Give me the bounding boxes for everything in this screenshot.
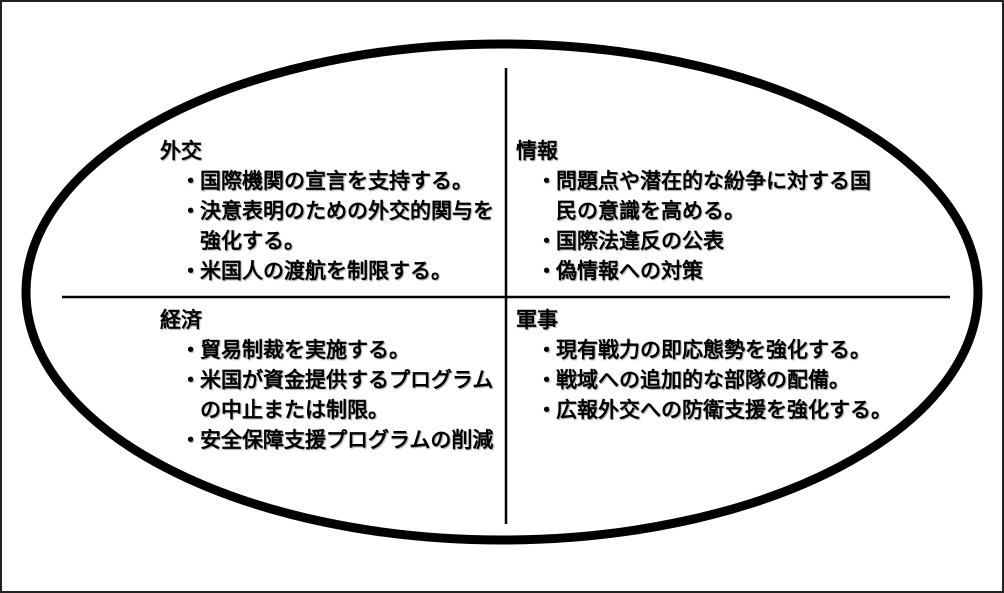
list-item-text: 現有戦力の即応態勢を強化する。: [556, 338, 871, 362]
quadrant-title: 外交: [160, 139, 202, 163]
list-item: ・貿易制裁を実施する。: [160, 335, 505, 365]
quadrant-military: 軍事 ・現有戦力の即応態勢を強化する。・戦域への追加的な部隊の配備。・広報外交へ…: [516, 305, 914, 425]
bullet-icon: ・: [180, 169, 201, 193]
list-item: ・米国人の渡航を制限する。: [160, 256, 505, 286]
bullet-icon: ・: [536, 398, 557, 422]
list-item: ・戦域への追加的な部隊の配備。: [516, 365, 914, 395]
list-item-text: 問題点や潜在的な紛争に対する国民の意識を高める。: [556, 169, 871, 223]
list-item: ・国際法違反の公表: [516, 226, 876, 256]
bullet-icon: ・: [180, 199, 201, 223]
list-item-text: 戦域への追加的な部隊の配備。: [556, 368, 850, 392]
list-item: ・問題点や潜在的な紛争に対する国民の意識を高める。: [516, 166, 876, 226]
quadrant-item-list: ・貿易制裁を実施する。・米国が資金提供するプログラムの中止または制限。・安全保障…: [160, 335, 505, 455]
bullet-icon: ・: [536, 259, 557, 283]
quadrant-item-list: ・国際機関の宣言を支持する。・決意表明のための外交的関与を強化する。・米国人の渡…: [160, 166, 505, 286]
bullet-icon: ・: [180, 428, 201, 452]
bullet-icon: ・: [536, 169, 557, 193]
list-item: ・米国が資金提供するプログラムの中止または制限。: [160, 365, 505, 425]
quadrant-item-list: ・問題点や潜在的な紛争に対する国民の意識を高める。・国際法違反の公表・偽情報への…: [516, 166, 876, 286]
list-item-text: 国際機関の宣言を支持する。: [200, 169, 473, 193]
list-item-text: 安全保障支援プログラムの削減: [200, 428, 494, 452]
list-item: ・現有戦力の即応態勢を強化する。: [516, 335, 914, 365]
bullet-icon: ・: [536, 229, 557, 253]
list-item: ・国際機関の宣言を支持する。: [160, 166, 505, 196]
outer-ellipse: [21, 39, 983, 545]
quadrant-information: 情報 ・問題点や潜在的な紛争に対する国民の意識を高める。・国際法違反の公表・偽情…: [516, 136, 876, 286]
list-item: ・安全保障支援プログラムの削減: [160, 425, 505, 455]
bullet-icon: ・: [180, 259, 201, 283]
list-item-text: 貿易制裁を実施する。: [200, 338, 410, 362]
list-item: ・偽情報への対策: [516, 256, 876, 286]
quadrant-item-list: ・現有戦力の即応態勢を強化する。・戦域への追加的な部隊の配備。・広報外交への防衛…: [516, 335, 914, 425]
list-item: ・決意表明のための外交的関与を強化する。: [160, 196, 505, 256]
quadrant-title: 軍事: [516, 308, 558, 332]
list-item-text: 米国が資金提供するプログラムの中止または制限。: [200, 368, 494, 422]
bullet-icon: ・: [536, 338, 557, 362]
list-item-text: 国際法違反の公表: [556, 229, 724, 253]
quadrant-economy: 経済 ・貿易制裁を実施する。・米国が資金提供するプログラムの中止または制限。・安…: [160, 305, 505, 455]
quadrant-title: 情報: [516, 139, 558, 163]
list-item-text: 広報外交への防衛支援を強化する。: [556, 398, 892, 422]
list-item: ・広報外交への防衛支援を強化する。: [516, 395, 914, 425]
list-item-text: 偽情報への対策: [556, 259, 703, 283]
list-item-text: 米国人の渡航を制限する。: [200, 259, 452, 283]
quadrant-title: 経済: [160, 308, 202, 332]
bullet-icon: ・: [180, 338, 201, 362]
bullet-icon: ・: [536, 368, 557, 392]
list-item-text: 決意表明のための外交的関与を強化する。: [200, 199, 494, 253]
quadrant-diplomacy: 外交 ・国際機関の宣言を支持する。・決意表明のための外交的関与を強化する。・米国…: [160, 136, 505, 286]
bullet-icon: ・: [180, 368, 201, 392]
